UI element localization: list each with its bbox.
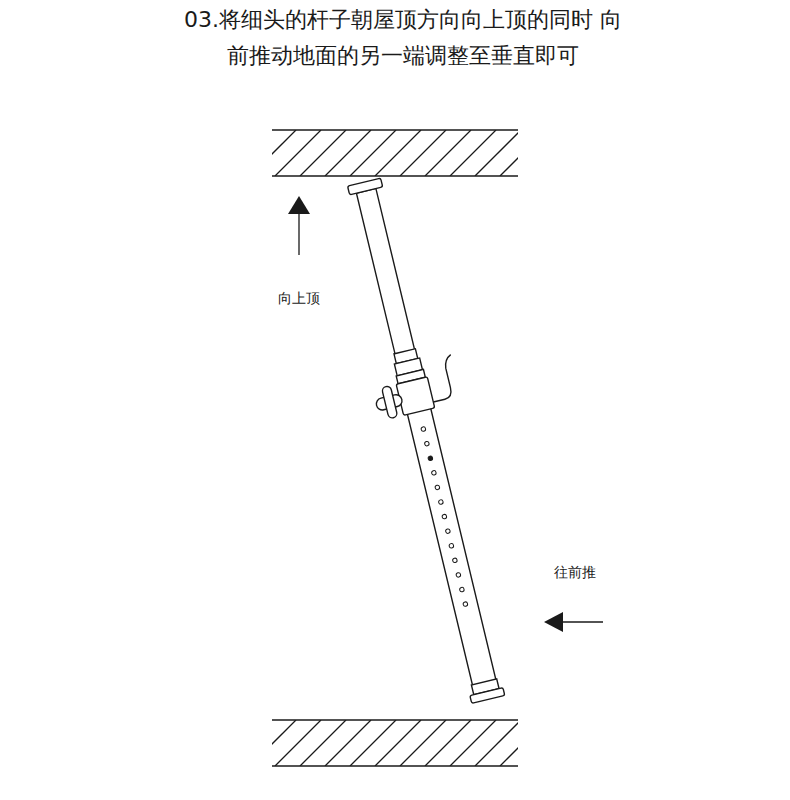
hatch-line bbox=[400, 130, 446, 176]
hatch-line bbox=[275, 720, 321, 766]
hatch-line bbox=[500, 720, 518, 766]
hole bbox=[445, 529, 450, 534]
t-pin-head bbox=[382, 386, 398, 419]
hole bbox=[428, 456, 433, 461]
hatch-line bbox=[300, 720, 346, 766]
up-arrow bbox=[288, 196, 310, 255]
hole bbox=[452, 558, 457, 563]
hole bbox=[456, 572, 461, 577]
hatch-line bbox=[350, 130, 396, 176]
hole bbox=[459, 587, 464, 592]
hatch-line bbox=[275, 130, 321, 176]
ceiling-slab bbox=[250, 130, 596, 176]
hatch-line bbox=[325, 130, 371, 176]
hatch-line bbox=[400, 720, 446, 766]
hatch-line bbox=[272, 130, 296, 176]
hole bbox=[424, 441, 429, 446]
hatch-line bbox=[325, 720, 371, 766]
hatch-line bbox=[300, 130, 346, 176]
floor-slab bbox=[250, 720, 596, 766]
adjust-holes bbox=[421, 426, 468, 606]
title: 03.将细头的杆子朝屋顶方向向上顶的同时 向前推动地面的另一端调整至垂直即可 bbox=[178, 2, 628, 74]
hatch-line bbox=[375, 720, 421, 766]
hole bbox=[449, 543, 454, 548]
hole bbox=[463, 601, 468, 606]
hatch-line bbox=[500, 130, 518, 176]
arrow-label: 向上顶 bbox=[276, 289, 322, 307]
bottom-cap bbox=[470, 688, 505, 704]
hatch-line bbox=[475, 130, 518, 176]
hole bbox=[435, 485, 440, 490]
hatch-line bbox=[475, 720, 518, 766]
hatch-line bbox=[450, 720, 496, 766]
hole bbox=[431, 470, 436, 475]
clamp-block bbox=[396, 377, 435, 416]
push-arrow bbox=[544, 612, 603, 632]
hole bbox=[421, 426, 426, 431]
hatch-line bbox=[350, 720, 396, 766]
hatch-line bbox=[450, 130, 496, 176]
support-pole bbox=[325, 172, 531, 709]
hatch-line bbox=[425, 720, 471, 766]
upper-tube bbox=[356, 189, 415, 359]
hole bbox=[442, 514, 447, 519]
hole bbox=[438, 499, 443, 504]
arrow-label: 往前推 bbox=[552, 563, 598, 581]
hatch-line bbox=[425, 130, 471, 176]
hatch-line bbox=[272, 720, 296, 766]
top-cap bbox=[348, 178, 383, 195]
hatch-line bbox=[375, 130, 421, 176]
lower-tube bbox=[407, 407, 498, 695]
